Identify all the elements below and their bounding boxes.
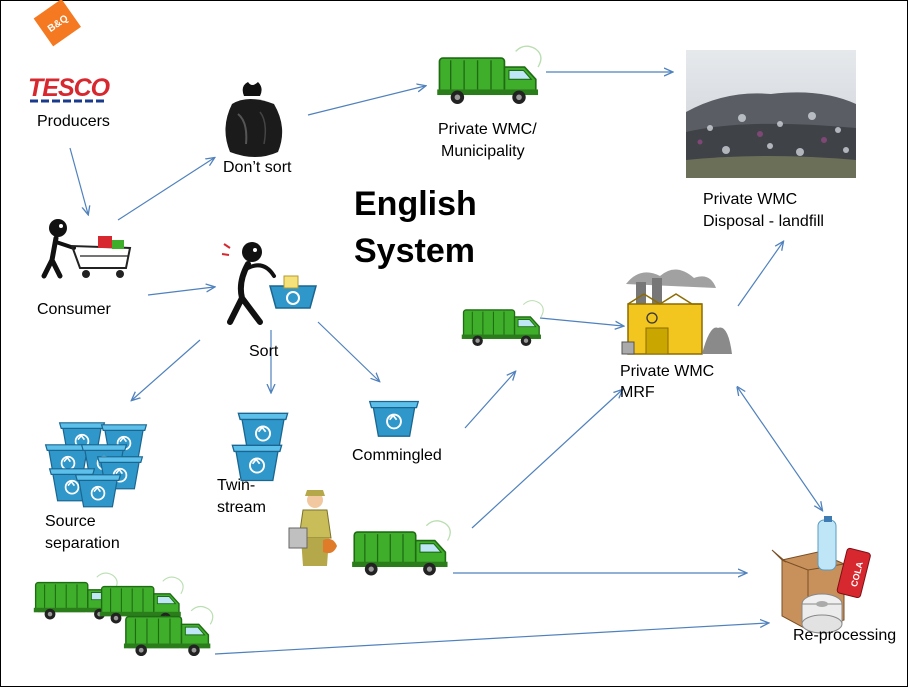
private-wmc-municipality-label-line-2: Municipality	[441, 143, 525, 160]
truck-fleet-icon	[33, 572, 214, 657]
arrow-sort-to-commingled	[317, 321, 379, 381]
bq-logo: B&Q	[33, 0, 81, 47]
twin-stream-label-line-1: Twin-	[217, 477, 256, 494]
consumer-label: Consumer	[37, 301, 111, 318]
source-separation-bins-icon	[44, 421, 148, 508]
arrow-consumer-to-sort	[147, 287, 214, 296]
diagram-title-line-2: System	[354, 232, 475, 270]
diagram-title-line-1: English	[354, 185, 477, 223]
landfill-photo	[686, 50, 856, 178]
flow-arrows	[69, 72, 822, 655]
twin-stream-label-line-2: stream	[217, 499, 266, 516]
commingled-label: Commingled	[352, 447, 442, 464]
collection-truck-mrf-icon	[460, 299, 545, 347]
commingled-bin-icon	[368, 400, 420, 438]
arrow-sort-to-source-separation	[132, 339, 201, 400]
arrow-fleet-to-reprocessing	[214, 623, 768, 655]
mrf-label-line-1: Private WMC	[620, 363, 715, 380]
mrf-label-line-2: MRF	[620, 384, 655, 401]
source-separation-label-line-2: separation	[45, 535, 120, 552]
mrf-factory-icon	[621, 269, 732, 355]
reprocessing-items-icon: COLA	[771, 516, 871, 634]
arrow-truck-to-mrf	[539, 317, 623, 326]
arrow-collector-truck-to-mrf	[471, 390, 622, 529]
twin-stream-bin-top-icon	[237, 412, 289, 450]
dont-sort-label: Don’t sort	[223, 159, 292, 176]
source-separation-label-line-1: Source	[45, 513, 96, 530]
arrow-mrf-to-landfill	[737, 242, 783, 307]
landfill-label-line-2: Disposal - landfill	[703, 213, 824, 230]
arrow-producers-to-consumer	[69, 147, 88, 214]
collection-truck-bottom-icon	[351, 520, 452, 577]
private-wmc-municipality-label-line-1: Private WMC/	[438, 121, 537, 138]
reprocessing-label: Re-processing	[793, 627, 897, 644]
arrow-consumer-to-dont-sort	[117, 158, 214, 221]
consumer-icon	[41, 219, 132, 279]
producers-label: Producers	[37, 113, 110, 130]
collection-truck-top-icon	[436, 45, 542, 105]
producers-logos: B&Q TESCO	[28, 0, 112, 103]
arrow-commingled-to-truck	[464, 372, 515, 429]
waste-collector-icon	[288, 490, 337, 566]
landfill-label-line-1: Private WMC	[703, 191, 798, 208]
trash-bag-icon	[225, 82, 283, 157]
arrow-dont-sort-to-truck	[307, 86, 425, 116]
tesco-logo-text: TESCO	[28, 74, 111, 102]
sort-label: Sort	[249, 343, 279, 360]
sorting-person-icon	[221, 242, 317, 325]
arrow-mrf-reprocessing-bidirectional	[738, 388, 822, 510]
